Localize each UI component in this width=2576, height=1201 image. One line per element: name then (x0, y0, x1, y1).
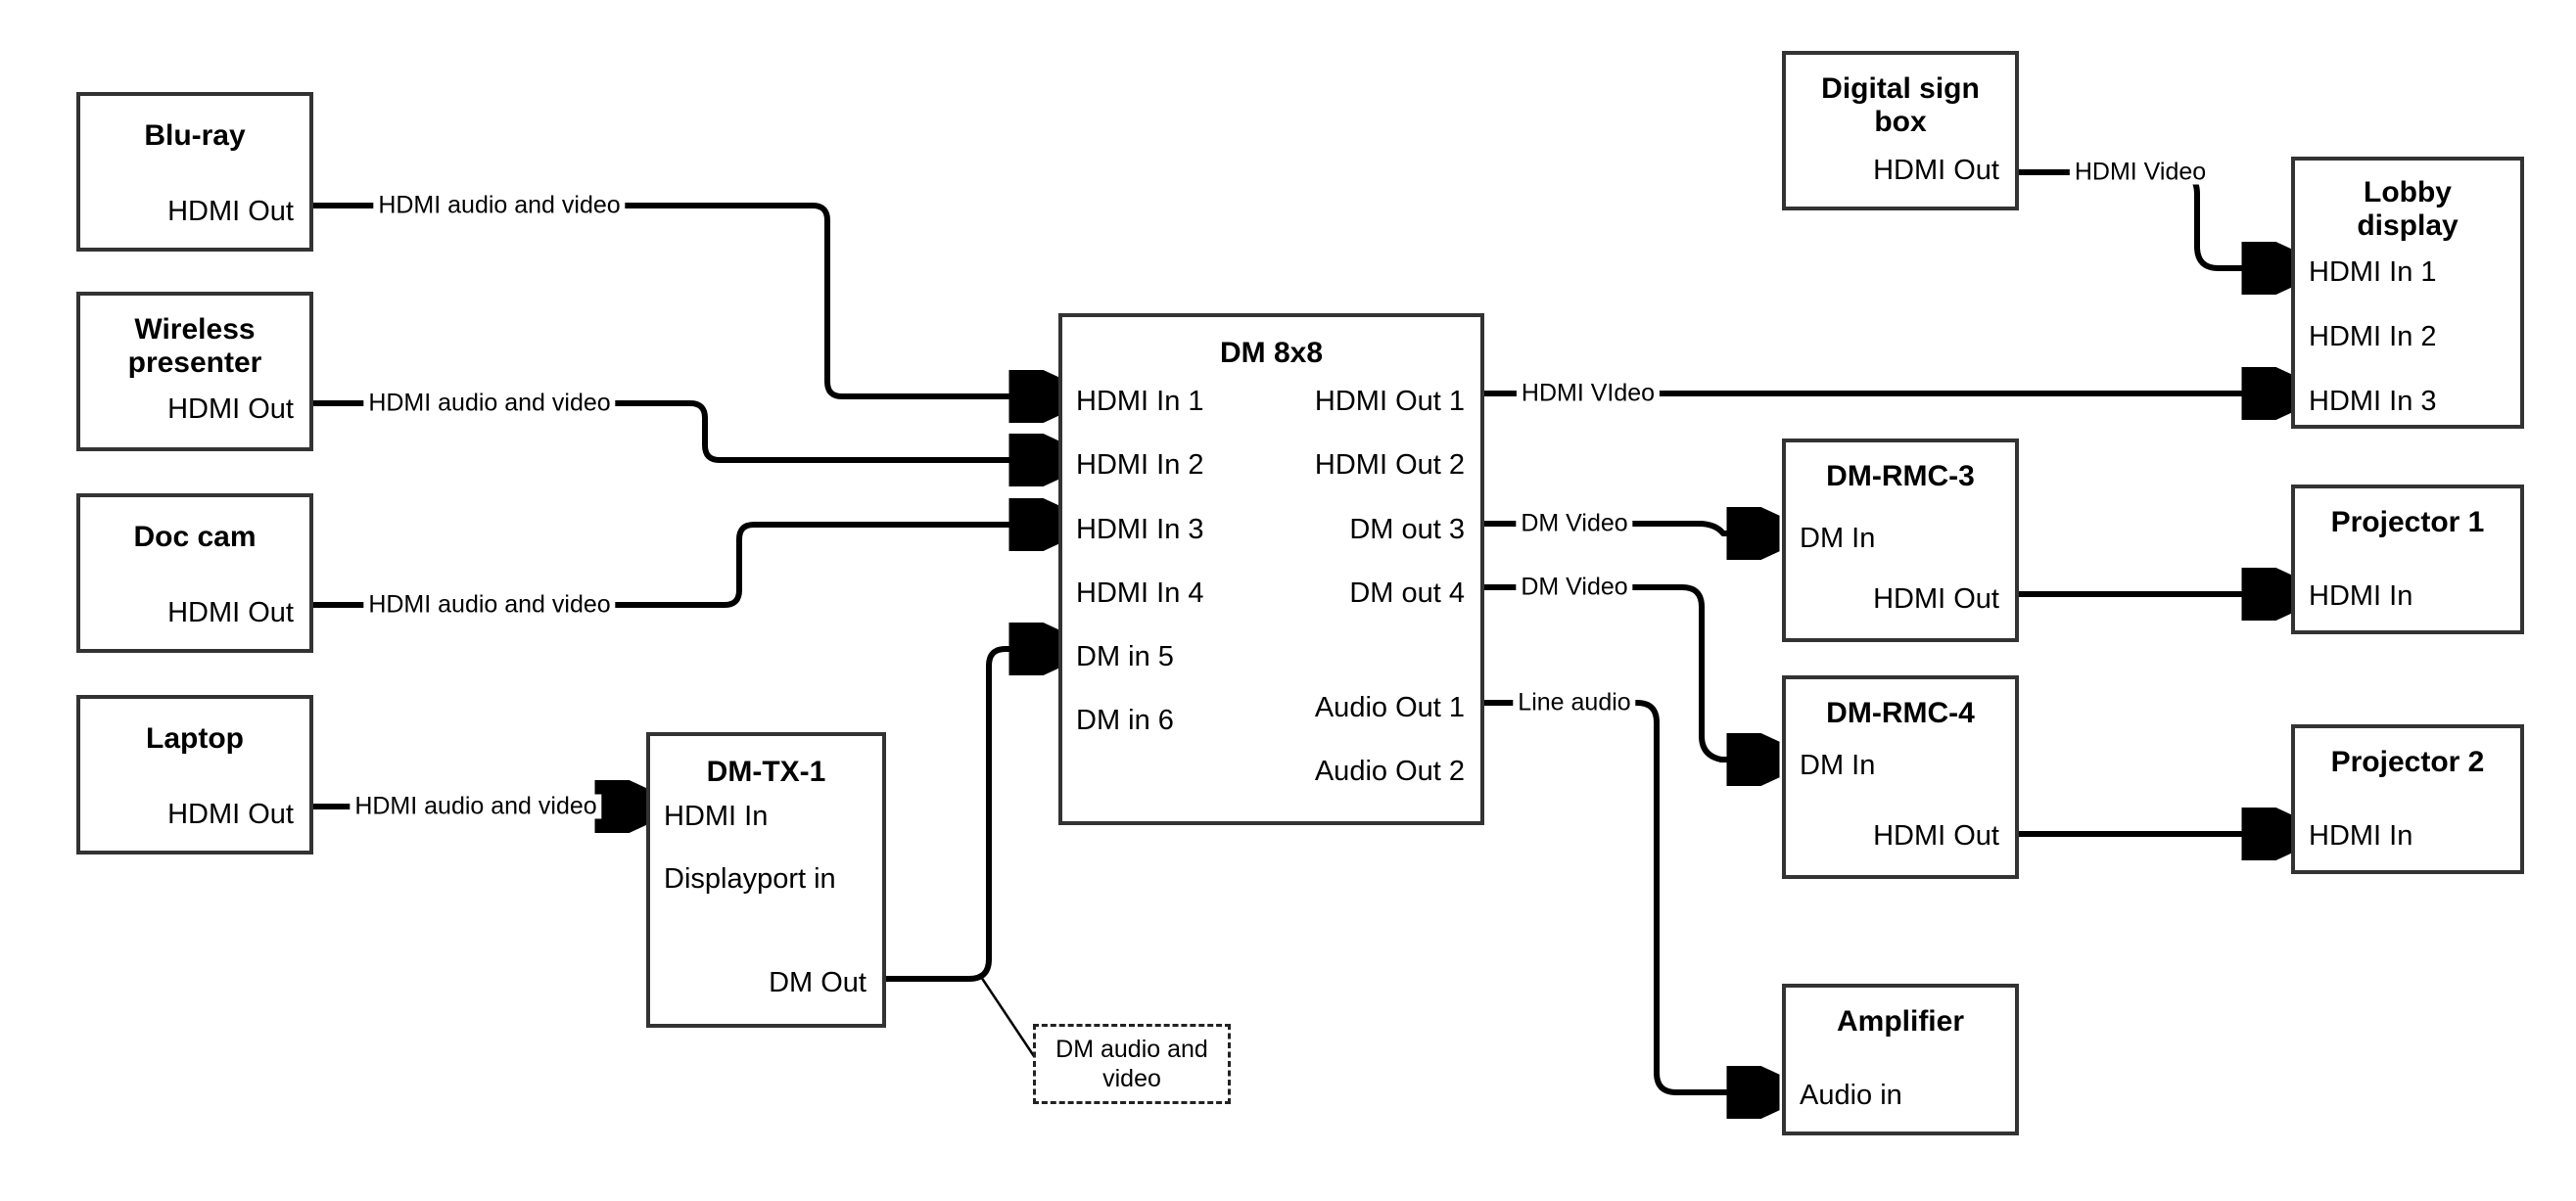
edge-label-doccam: HDMI audio and video (363, 592, 616, 618)
port-dm8x8-dm-out-4[interactable]: DM out 4 (1349, 577, 1465, 609)
port-dm8x8-hdmi-in-2[interactable]: HDMI In 2 (1076, 449, 1204, 481)
port-laptop-hdmi-out[interactable]: HDMI Out (167, 799, 294, 830)
port-dmtx1-displayport-in[interactable]: Displayport in (664, 863, 836, 895)
port-projector1-hdmi-in[interactable]: HDMI In (2309, 580, 2413, 612)
device-wireless-presenter-title: Wireless presenter (127, 313, 262, 379)
device-projector-1-title: Projector 1 (2330, 506, 2485, 538)
device-amplifier[interactable]: Amplifier Audio in (1782, 984, 2019, 1135)
port-dm8x8-hdmi-in-4[interactable]: HDMI In 4 (1076, 577, 1204, 609)
device-laptop[interactable]: Laptop HDMI Out (76, 695, 313, 855)
wire-digitalsign-to-lobby (2019, 169, 2285, 268)
port-dmtx1-dm-out[interactable]: DM Out (769, 967, 866, 998)
port-dm8x8-hdmi-in-3[interactable]: HDMI In 3 (1076, 514, 1204, 545)
device-dm-tx-1[interactable]: DM-TX-1 HDMI In Displayport in DM Out (646, 732, 886, 1028)
port-dmrmc3-hdmi-out[interactable]: HDMI Out (1873, 583, 1999, 615)
port-dm8x8-hdmi-out-1[interactable]: HDMI Out 1 (1314, 386, 1465, 417)
port-wireless-hdmi-out[interactable]: HDMI Out (167, 393, 294, 425)
port-dmrmc4-hdmi-out[interactable]: HDMI Out (1873, 820, 1999, 852)
port-dmrmc4-dm-in[interactable]: DM In (1800, 750, 1876, 781)
wire-dmtx1-to-dm8x8 (886, 649, 1053, 982)
edge-label-bluray: HDMI audio and video (373, 193, 626, 218)
device-bluray[interactable]: Blu-ray HDMI Out (76, 92, 313, 252)
device-lobby-display[interactable]: Lobby display HDMI In 1 HDMI In 2 HDMI I… (2291, 157, 2524, 429)
device-projector-1[interactable]: Projector 1 HDMI In (2291, 485, 2524, 634)
port-digitalsign-hdmi-out[interactable]: HDMI Out (1873, 155, 1999, 186)
port-dm8x8-dm-in-5[interactable]: DM in 5 (1076, 641, 1174, 672)
device-dm-8x8-title: DM 8x8 (1219, 337, 1324, 369)
wire-doccam-to-dm8x8 (313, 525, 1053, 608)
device-dm-8x8[interactable]: DM 8x8 HDMI In 1 HDMI In 2 HDMI In 3 HDM… (1058, 313, 1484, 825)
edge-label-wireless: HDMI audio and video (363, 391, 616, 416)
edge-label-dm-video-3: DM Video (1516, 511, 1633, 536)
port-dm8x8-audio-out-2[interactable]: Audio Out 2 (1314, 756, 1465, 787)
edge-label-hdmi-video-sign: HDMI Video (2069, 160, 2212, 185)
device-projector-2[interactable]: Projector 2 HDMI In (2291, 724, 2524, 874)
port-lobby-hdmi-in-3[interactable]: HDMI In 3 (2309, 386, 2437, 417)
callout-note-dm-audio-video: DM audio and video (1033, 1024, 1231, 1104)
port-amplifier-audio-in[interactable]: Audio in (1800, 1080, 1902, 1111)
port-lobby-hdmi-in-1[interactable]: HDMI In 1 (2309, 256, 2437, 288)
device-amplifier-title: Amplifier (1836, 1005, 1965, 1038)
port-dm8x8-dm-in-6[interactable]: DM in 6 (1076, 705, 1174, 736)
port-projector2-hdmi-in[interactable]: HDMI In (2309, 820, 2413, 852)
device-laptop-title: Laptop (146, 722, 244, 755)
device-bluray-title: Blu-ray (144, 119, 246, 152)
wire-dm8x8-to-amplifier (1484, 700, 1770, 1092)
edge-label-dm-video-4: DM Video (1516, 575, 1633, 600)
device-dm-rmc-3[interactable]: DM-RMC-3 DM In HDMI Out (1782, 439, 2019, 642)
device-dm-rmc-4[interactable]: DM-RMC-4 DM In HDMI Out (1782, 675, 2019, 879)
device-wireless-presenter[interactable]: Wireless presenter HDMI Out (76, 292, 313, 451)
device-projector-2-title: Projector 2 (2330, 746, 2485, 778)
wire-bluray-to-dm8x8 (313, 203, 1053, 396)
device-doc-cam[interactable]: Doc cam HDMI Out (76, 493, 313, 653)
port-doccam-hdmi-out[interactable]: HDMI Out (167, 597, 294, 628)
edge-label-laptop: HDMI audio and video (350, 794, 602, 819)
device-dm-rmc-3-title: DM-RMC-3 (1826, 460, 1975, 492)
device-doc-cam-title: Doc cam (133, 521, 257, 553)
device-dm-tx-1-title: DM-TX-1 (706, 756, 826, 788)
port-dm8x8-audio-out-1[interactable]: Audio Out 1 (1314, 692, 1465, 723)
device-lobby-display-title: Lobby display (2357, 176, 2459, 242)
device-dm-rmc-4-title: DM-RMC-4 (1826, 697, 1975, 729)
edge-label-line-audio: Line audio (1513, 690, 1636, 716)
wire-dm8x8-to-dmrmc4 (1484, 584, 1770, 760)
port-dmtx1-hdmi-in[interactable]: HDMI In (664, 801, 769, 832)
port-bluray-hdmi-out[interactable]: HDMI Out (167, 196, 294, 227)
port-dm8x8-hdmi-out-2[interactable]: HDMI Out 2 (1314, 449, 1465, 481)
device-digital-sign-box[interactable]: Digital sign box HDMI Out (1782, 51, 2019, 210)
callout-leader-line (977, 973, 1040, 1063)
wire-dm8x8-to-dmrmc3 (1484, 524, 1770, 533)
wire-wireless-to-dm8x8 (313, 400, 1053, 460)
port-dmrmc3-dm-in[interactable]: DM In (1800, 523, 1876, 554)
edge-label-hdmi-video: HDMI VIdeo (1516, 381, 1661, 406)
port-lobby-hdmi-in-2[interactable]: HDMI In 2 (2309, 321, 2437, 352)
device-digital-sign-box-title: Digital sign box (1821, 72, 1980, 138)
port-dm8x8-hdmi-in-1[interactable]: HDMI In 1 (1076, 386, 1204, 417)
port-dm8x8-dm-out-3[interactable]: DM out 3 (1349, 514, 1465, 545)
